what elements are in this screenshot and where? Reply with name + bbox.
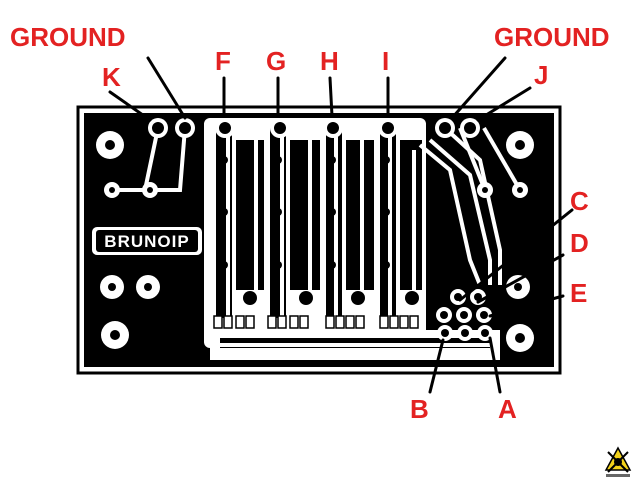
header-pins — [148, 118, 480, 138]
callout-labels: GROUND GROUND K F G H I J C D E B A — [10, 22, 610, 424]
pad-right-b — [512, 182, 528, 198]
pad-bottom-right — [506, 324, 534, 352]
callout-c: C — [570, 186, 589, 216]
pad-left-a — [104, 182, 120, 198]
callout-f: F — [215, 46, 231, 76]
callout-ground-right: GROUND — [494, 22, 610, 52]
callout-k: K — [102, 62, 121, 92]
pad-mid-left-1 — [100, 275, 124, 299]
logo-icon — [604, 446, 632, 477]
callout-e: E — [570, 278, 587, 308]
board-label-text: BRUNOIP — [104, 232, 189, 251]
pad-x3 — [457, 325, 473, 341]
pad-mid-right — [506, 275, 530, 299]
pad-x2 — [456, 307, 472, 323]
pad-x1 — [436, 307, 452, 323]
callout-i: I — [382, 46, 389, 76]
traces — [110, 126, 522, 347]
callout-lines — [108, 56, 574, 394]
pad-b — [437, 325, 453, 341]
pad-e — [476, 307, 492, 323]
pad-top-left-1 — [96, 131, 124, 159]
callout-g: G — [266, 46, 286, 76]
pad-right-a — [477, 182, 493, 198]
pad-bottom-left — [101, 321, 129, 349]
board-label: BRUNOIP — [92, 227, 202, 255]
callout-b: B — [410, 394, 429, 424]
callout-a: A — [498, 394, 517, 424]
pad-left-b — [142, 182, 158, 198]
resistor-pads — [213, 315, 419, 329]
component-pads — [220, 145, 419, 305]
pad-top-right-1 — [506, 131, 534, 159]
pad-mid-left-2 — [136, 275, 160, 299]
callout-h: H — [320, 46, 339, 76]
callout-ground-left: GROUND — [10, 22, 126, 52]
callout-j: J — [534, 60, 548, 90]
callout-d: D — [570, 228, 589, 258]
pads — [96, 131, 534, 352]
